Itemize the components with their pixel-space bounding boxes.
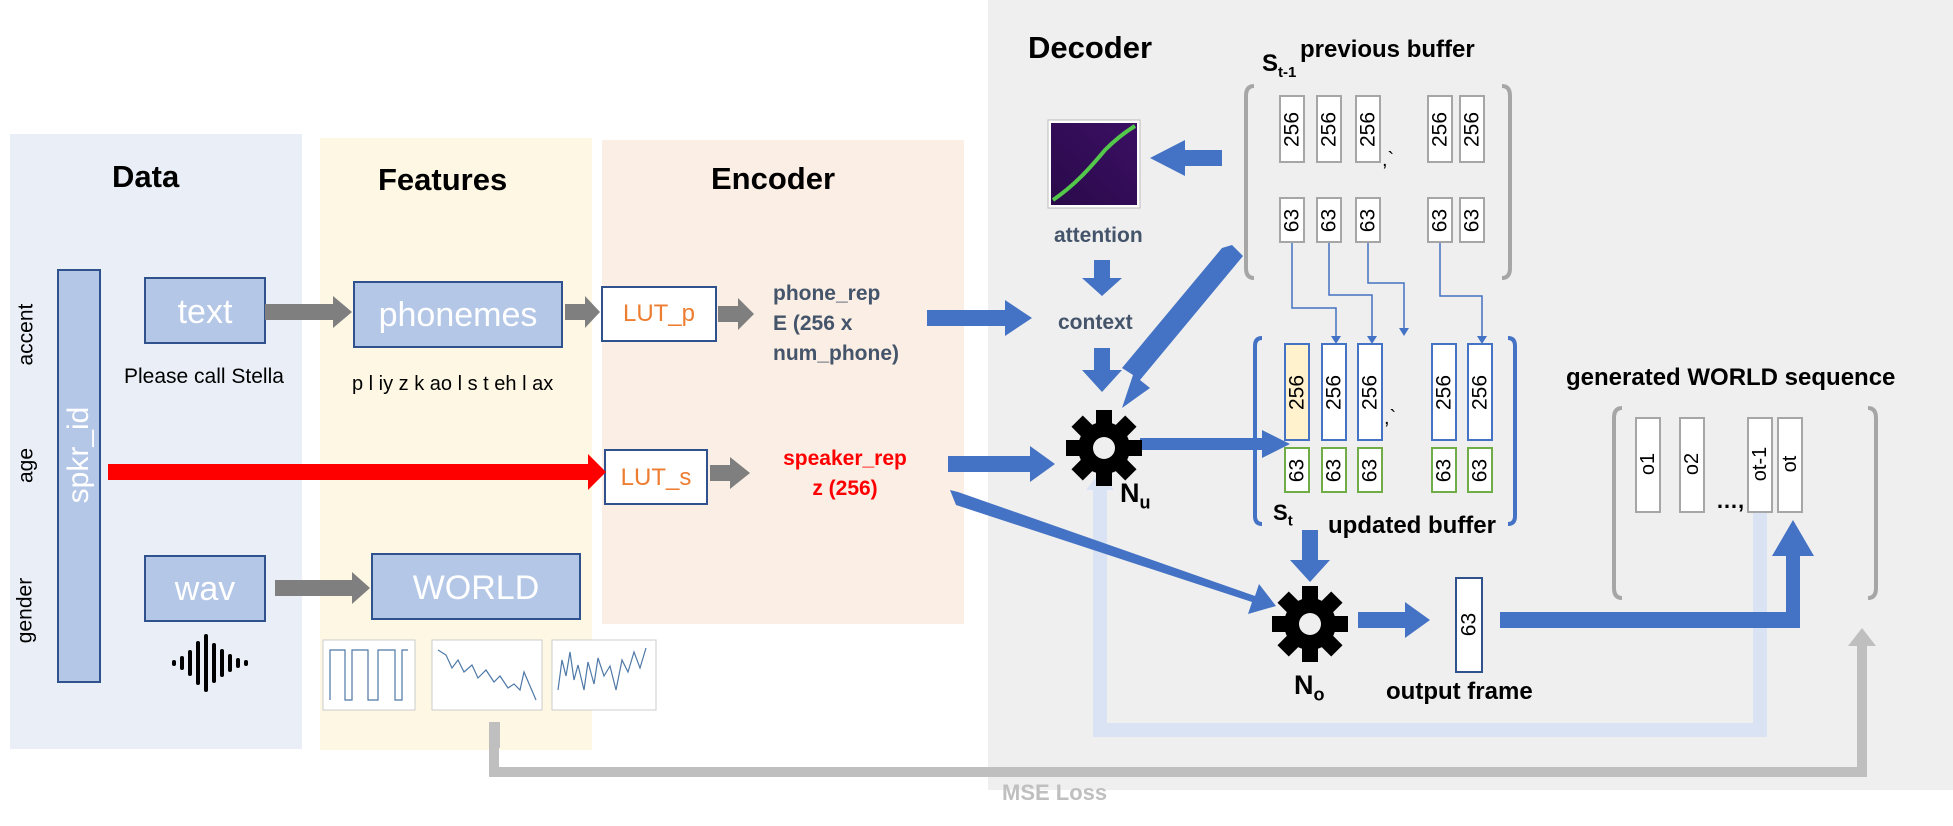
sequence-bracket-right (1867, 406, 1878, 600)
buffer-connectors (1291, 242, 1487, 344)
text-box (144, 277, 266, 344)
waveform-icon (172, 634, 248, 692)
lut-p-box (601, 286, 717, 342)
arrow-wav-to-world (275, 572, 370, 604)
gear-nu-icon (1066, 410, 1142, 486)
phonemes-box (353, 281, 563, 348)
wav-box (144, 555, 266, 622)
arrow-phonerep-to-context (927, 300, 1032, 336)
gear-no-icon (1272, 586, 1348, 662)
updated-buffer-cells (1284, 343, 1493, 493)
gray-arrows (265, 296, 754, 604)
arrow-luts-to-speakerrep (710, 457, 750, 489)
arrow-context-to-nu (1082, 348, 1122, 392)
sequence-cells (1635, 417, 1803, 513)
arrow-frame-to-sequence (1500, 520, 1814, 628)
updated-buffer-bracket-left (1253, 336, 1263, 526)
prev-buffer-bracket-left (1244, 84, 1255, 280)
arrow-updbuf-to-no (1290, 530, 1330, 582)
output-frame-cell (1455, 577, 1483, 673)
prev-buffer-bracket-right (1501, 84, 1512, 280)
world-box (371, 553, 581, 620)
blue-arrows (927, 140, 1814, 638)
plot-thumbnail-lf0 (322, 639, 416, 711)
attention-heatmap (1047, 119, 1141, 209)
arrow-lutp-to-phonerep (718, 298, 754, 330)
data-panel (10, 134, 302, 749)
arrow-speaker-to-luts (108, 454, 606, 490)
updated-buffer-bracket-right (1507, 336, 1517, 526)
sequence-bracket-left (1612, 406, 1623, 600)
mse-loss-arrowhead (1848, 628, 1876, 646)
arrow-speakerrep-to-no (950, 490, 1276, 614)
arrow-prevbuf-to-nu (1122, 245, 1243, 408)
arrow-attention-to-context (1082, 260, 1122, 296)
arrow-phonemes-to-lutp (565, 296, 600, 328)
arrow-prevbuf-to-attention (1150, 140, 1222, 176)
mse-loss-stub (489, 722, 500, 748)
arrow-no-to-frame (1358, 602, 1430, 638)
lut-s-box (604, 449, 708, 505)
speaker-id-box (57, 269, 101, 683)
arrow-speakerrep-to-nu (948, 446, 1055, 482)
prev-buffer-cells (1279, 95, 1485, 243)
arrow-nu-to-updbuf (1140, 430, 1290, 458)
arrow-text-to-phonemes (265, 296, 352, 328)
plot-thumbnail-mgc (551, 639, 657, 711)
encoder-panel (602, 140, 964, 624)
plot-thumbnail-bap (431, 639, 543, 711)
